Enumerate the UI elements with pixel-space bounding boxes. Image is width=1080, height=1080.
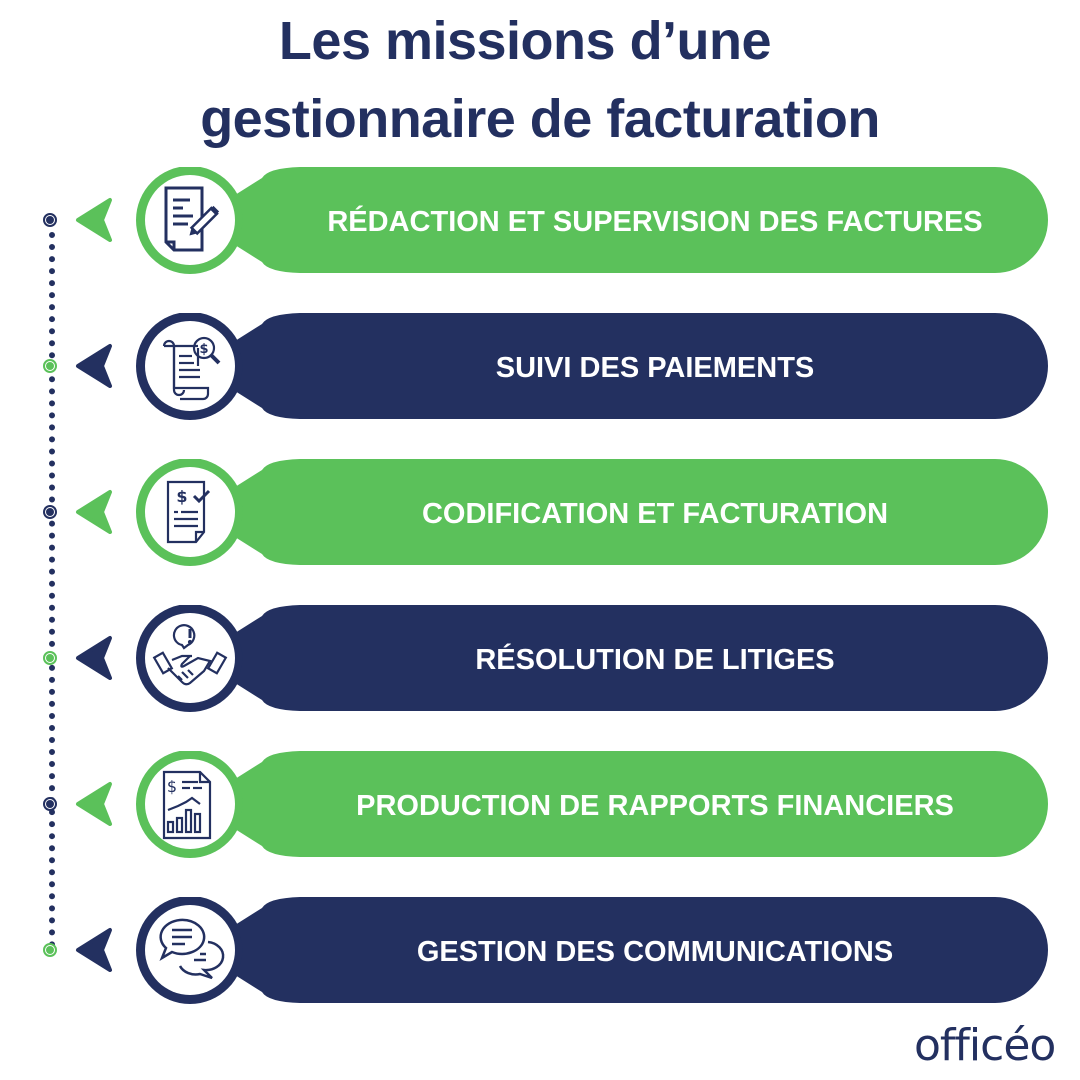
timeline-dotted-line [49,220,55,948]
mission-shape [76,605,1048,712]
mission-shape: $ [76,751,1048,858]
mission-label: SUIVI DES PAIEMENTS [495,351,815,384]
svg-text:$: $ [167,777,177,796]
brand-logo: officéo [914,1020,1056,1071]
mission-label: RÉDACTION ET SUPERVISION DES FACTURES [327,205,983,238]
mission-shape [76,167,1048,274]
logo-text: officéo [914,1020,1056,1071]
timeline-node [43,943,57,957]
arrow-left-icon [76,198,112,242]
mission-item: RÉDACTION ET SUPERVISION DES FACTURES [0,167,1080,277]
svg-text:$: $ [176,487,187,506]
mission-shape: $ [76,313,1048,420]
invoice-dollar-check-icon: $ [166,480,211,544]
timeline-node [43,797,57,811]
mission-item: $ PRODUCTION DE RAPPORTS FINANCIERS [0,751,1080,861]
financial-report-chart-icon: $ [162,770,212,840]
mission-item: $ CODIFICATION ET FACTURATION [0,459,1080,569]
mission-shape: $ [76,459,1048,566]
timeline-node [43,359,57,373]
timeline-node [43,651,57,665]
mission-label: CODIFICATION ET FACTURATION [421,497,889,530]
title-line-2: gestionnaire de facturation [200,89,880,149]
arrow-left-icon [76,928,112,972]
invoice-pen-icon [164,186,220,252]
arrow-left-icon [76,782,112,826]
chat-bubbles-icon [159,918,225,980]
mission-label: PRODUCTION DE RAPPORTS FINANCIERS [356,789,954,822]
arrow-left-icon [76,344,112,388]
mission-item: GESTION DES COMMUNICATIONS [0,897,1080,1007]
svg-text:$: $ [199,342,208,357]
receipt-search-dollar-icon: $ [162,336,221,401]
mission-shape [76,897,1048,1004]
mission-label: RÉSOLUTION DE LITIGES [475,643,835,676]
arrow-left-icon [76,636,112,680]
page-title: Les missions d’une gestionnaire de factu… [0,2,1080,158]
mission-item: RÉSOLUTION DE LITIGES [0,605,1080,715]
arrow-left-icon [76,490,112,534]
timeline-node [43,505,57,519]
title-line-1: Les missions d’une [278,11,772,71]
handshake-alert-icon [152,624,228,686]
mission-label: GESTION DES COMMUNICATIONS [416,935,894,968]
timeline-node [43,213,57,227]
mission-item: $ SUIVI DES PAIEMENTS [0,313,1080,423]
